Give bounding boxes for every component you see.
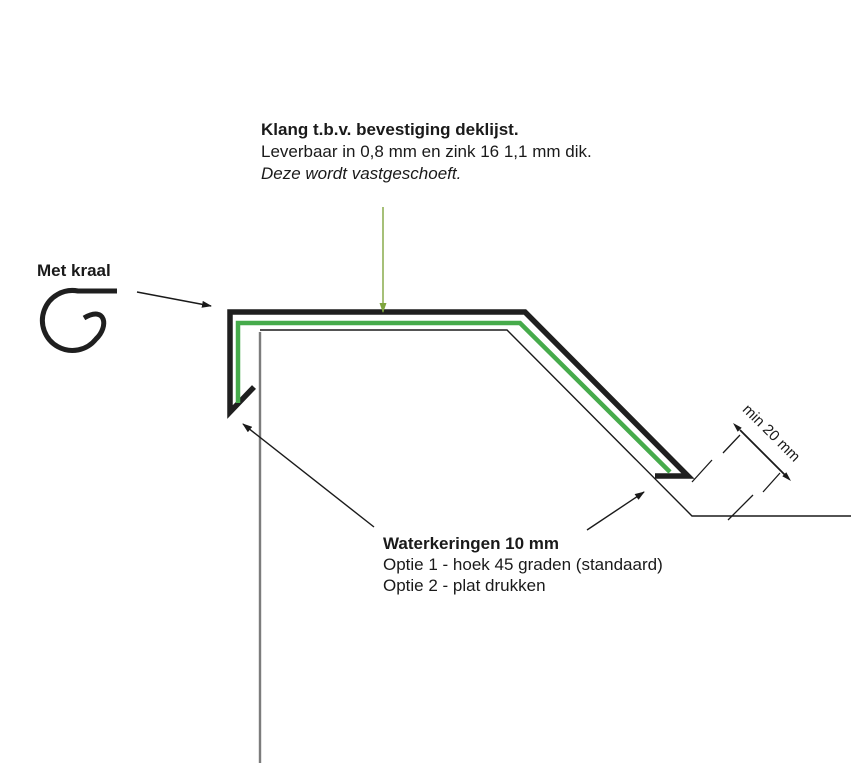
waterkering-option-1: Optie 1 - hoek 45 graden (standaard): [383, 555, 663, 574]
roof-edge-line: [260, 329, 851, 517]
klang-note-remark: Deze wordt vastgeschoeft.: [261, 164, 462, 183]
klang-note: Klang t.b.v. bevestiging deklijst. Lever…: [261, 119, 592, 185]
dimension-min-20mm: [691, 423, 791, 521]
waterkering-note: Waterkeringen 10 mm Optie 1 - hoek 45 gr…: [383, 533, 663, 596]
klang-strip: [235, 320, 672, 474]
kraal-label: Met kraal: [37, 261, 111, 280]
kraal-pointer-arrow: [136, 291, 212, 308]
kraal-curl-icon: [39, 287, 117, 353]
dimension-arrowhead-bottom-icon: [782, 472, 791, 481]
waterkering-left-pointer-arrow: [242, 423, 375, 528]
dimension-extension-dashes: [691, 434, 781, 521]
waterkering-option-2: Optie 2 - plat drukken: [383, 576, 546, 595]
waterkering-note-title: Waterkeringen 10 mm: [383, 534, 560, 553]
klang-note-title: Klang t.b.v. bevestiging deklijst.: [261, 120, 519, 139]
dimension-arrowhead-top-icon: [733, 423, 742, 432]
waterkering-right-pointer-arrow: [586, 491, 645, 531]
klang-note-subtitle: Leverbaar in 0,8 mm en zink 16 1,1 mm di…: [261, 142, 592, 161]
dimension-line: [739, 429, 786, 476]
deklijst-profile-outline: [227, 309, 695, 479]
